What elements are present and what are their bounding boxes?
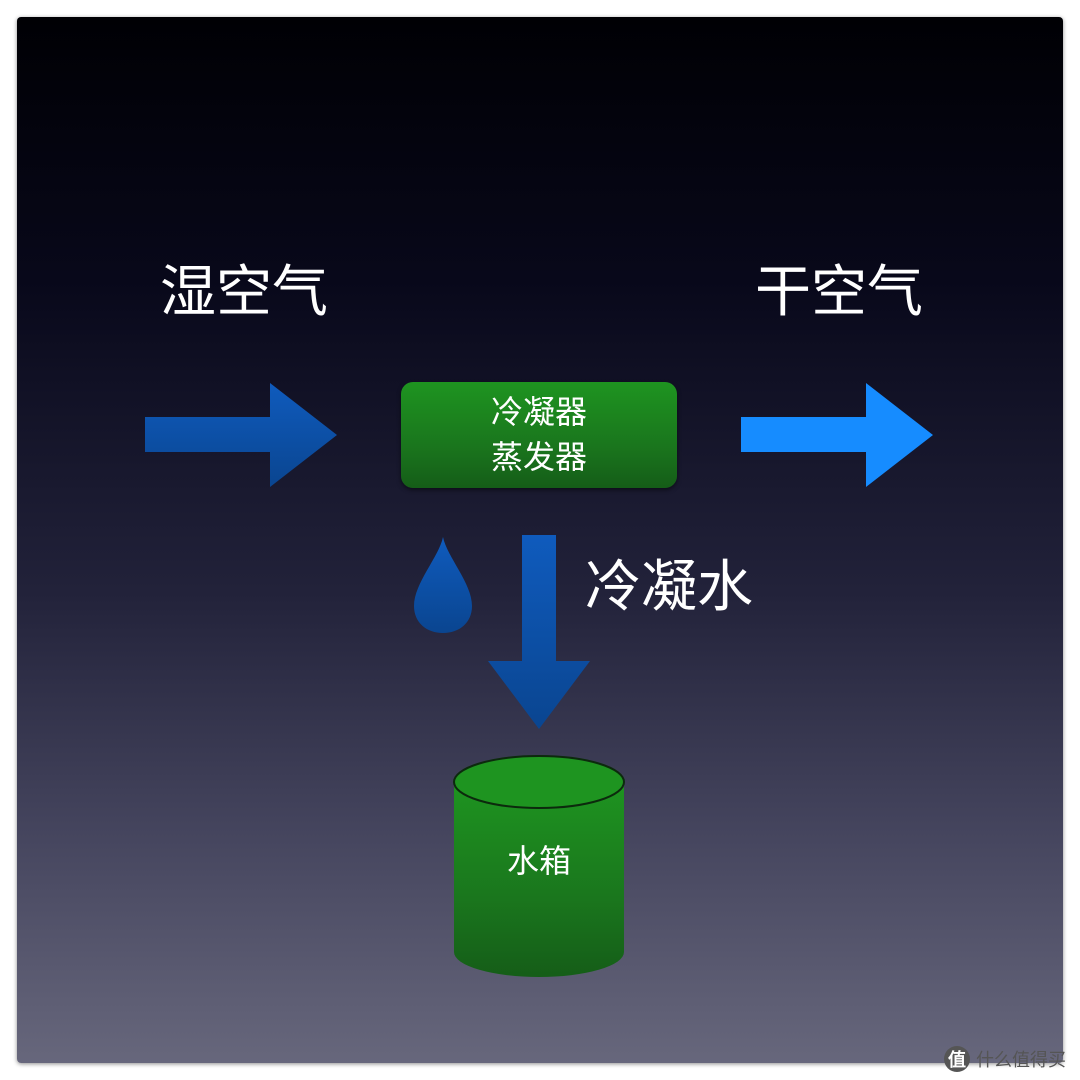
wet-air-label: 湿空气 (160, 260, 328, 325)
dry-air-outflow-arrow (741, 383, 933, 487)
condensate-down-arrow (488, 535, 590, 729)
condensate-water-label: 冷凝水 (585, 555, 753, 620)
condenser-label: 冷凝器 (490, 393, 587, 432)
water-tank-label: 水箱 (506, 842, 571, 880)
dry-air-label: 干空气 (755, 260, 923, 325)
smzdm-logo-icon: 值 (944, 1046, 970, 1072)
watermark: 值 什么值得买 (944, 1046, 1066, 1072)
water-tank-icon (453, 755, 625, 977)
condenser-evaporator-box: 冷凝器 蒸发器 (401, 382, 677, 488)
diagram-canvas: 湿空气 干空气 冷凝器 蒸发器 (17, 17, 1063, 1063)
watermark-text: 什么值得买 (976, 1050, 1066, 1071)
evaporator-label: 蒸发器 (490, 438, 587, 476)
water-drop-icon (414, 537, 472, 633)
wet-air-inflow-arrow (145, 383, 337, 487)
